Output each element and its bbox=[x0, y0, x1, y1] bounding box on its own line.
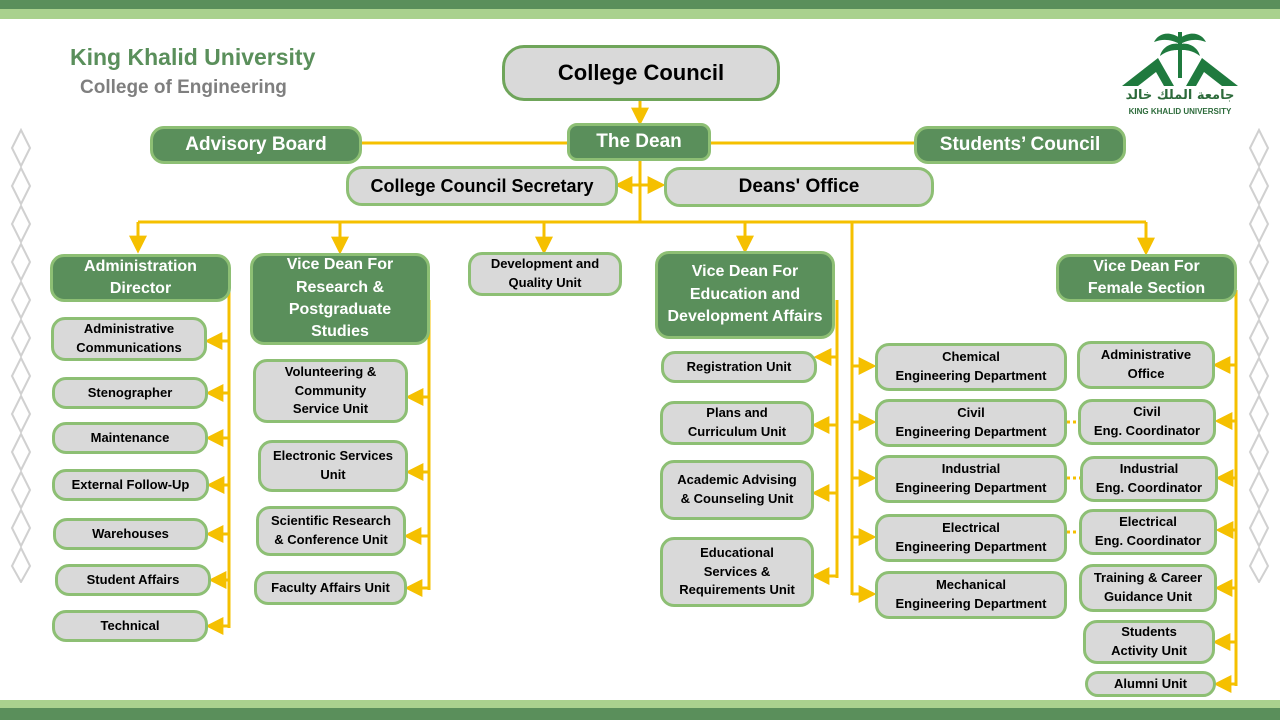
department-item: Industrial Engineering Department bbox=[875, 455, 1067, 503]
department-item: Mechanical Engineering Department bbox=[875, 571, 1067, 619]
education-item: Registration Unit bbox=[661, 351, 817, 383]
department-item: Chemical Engineering Department bbox=[875, 343, 1067, 391]
bottom-band-light bbox=[0, 700, 1280, 708]
deans-office-node: Deans' Office bbox=[664, 167, 934, 207]
female-item: Training & Career Guidance Unit bbox=[1079, 564, 1217, 612]
education-item: Educational Services & Requirements Unit bbox=[660, 537, 814, 607]
education-item: Plans and Curriculum Unit bbox=[660, 401, 814, 445]
top-band-light bbox=[0, 9, 1280, 19]
admin-director-node: Administration Director bbox=[50, 254, 231, 302]
top-band-dark bbox=[0, 0, 1280, 9]
admin-item: Stenographer bbox=[52, 377, 208, 409]
research-item: Volunteering & Community Service Unit bbox=[253, 359, 408, 423]
female-item: Civil Eng. Coordinator bbox=[1078, 399, 1216, 445]
vice-dean-research-node: Vice Dean For Research & Postgraduate St… bbox=[250, 253, 430, 345]
admin-item: Student Affairs bbox=[55, 564, 211, 596]
college-council-node: College Council bbox=[502, 45, 780, 101]
logo-arabic-text: جامعة الملك خالد bbox=[1125, 88, 1235, 103]
admin-item: Administrative Communications bbox=[51, 317, 207, 361]
palm-logo-icon bbox=[1122, 32, 1238, 86]
admin-item: Maintenance bbox=[52, 422, 208, 454]
female-item: Industrial Eng. Coordinator bbox=[1080, 456, 1218, 502]
logo-english-text: KING KHALID UNIVERSITY bbox=[1128, 107, 1232, 116]
dean-node: The Dean bbox=[567, 123, 711, 161]
council-secretary-node: College Council Secretary bbox=[346, 166, 618, 206]
advisory-board-node: Advisory Board bbox=[150, 126, 362, 164]
female-item: Alumni Unit bbox=[1085, 671, 1216, 697]
female-item: Electrical Eng. Coordinator bbox=[1079, 509, 1217, 555]
bottom-band-dark bbox=[0, 708, 1280, 720]
vice-dean-female-node: Vice Dean For Female Section bbox=[1056, 254, 1237, 302]
female-item: Administrative Office bbox=[1077, 341, 1215, 389]
research-item: Faculty Affairs Unit bbox=[254, 571, 407, 605]
university-title: King Khalid University bbox=[70, 44, 316, 70]
college-title: College of Engineering bbox=[80, 77, 287, 98]
education-item: Academic Advising & Counseling Unit bbox=[660, 460, 814, 520]
admin-item: Warehouses bbox=[53, 518, 208, 550]
admin-item: External Follow-Up bbox=[52, 469, 209, 501]
right-decoration bbox=[1248, 128, 1270, 583]
admin-item: Technical bbox=[52, 610, 208, 642]
university-logo: جامعة الملك خالد KING KHALID UNIVERSITY bbox=[1118, 28, 1242, 118]
department-item: Electrical Engineering Department bbox=[875, 514, 1067, 562]
vice-dean-education-node: Vice Dean For Education and Development … bbox=[655, 251, 835, 339]
research-item: Scientific Research & Conference Unit bbox=[256, 506, 406, 556]
development-quality-node: Development and Quality Unit bbox=[468, 252, 622, 296]
female-item: Students Activity Unit bbox=[1083, 620, 1215, 664]
students-council-node: Students’ Council bbox=[914, 126, 1126, 164]
department-item: Civil Engineering Department bbox=[875, 399, 1067, 447]
left-decoration bbox=[10, 128, 32, 583]
research-item: Electronic Services Unit bbox=[258, 440, 408, 492]
